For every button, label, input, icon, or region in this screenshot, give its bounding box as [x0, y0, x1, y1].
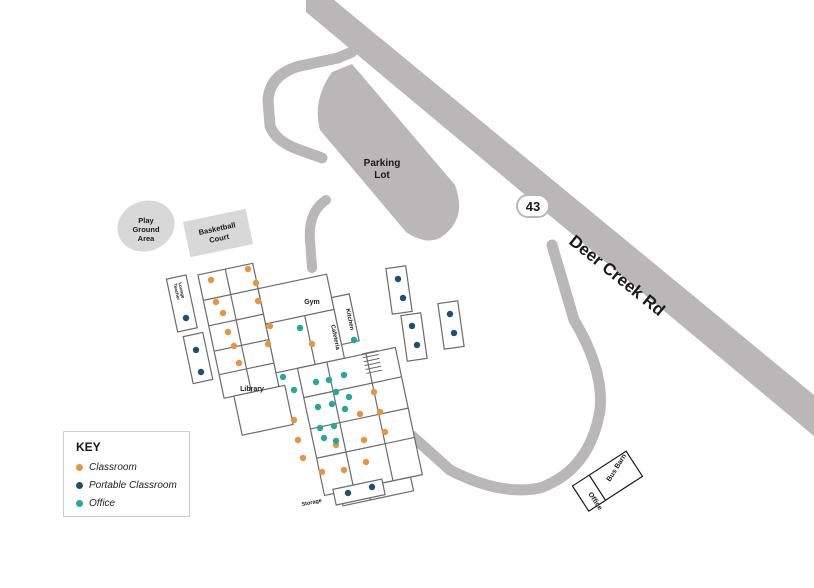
office-dot [296, 324, 304, 332]
classroom-dot-icon [76, 463, 83, 471]
portable-building [437, 300, 465, 350]
office-dot [350, 336, 358, 344]
classroom-dot [308, 340, 316, 348]
key-title: KEY [76, 440, 101, 454]
library-label: Library [240, 386, 264, 393]
route-shield: 43 [516, 194, 550, 218]
portable-dots [182, 275, 458, 497]
playground-label-3: Area [138, 234, 156, 243]
portable-building [400, 312, 428, 362]
classroom-dot [230, 342, 238, 350]
key-label-classroom: Classroom [89, 461, 137, 473]
classroom-dot [252, 279, 260, 287]
gym-label: Gym [304, 299, 320, 306]
playground-label-2: Ground [132, 225, 159, 234]
portable-dot [399, 294, 407, 302]
teacher-lounge-label-2: Lounge [177, 282, 185, 299]
classroom-dot [207, 276, 215, 284]
office-dot [345, 393, 353, 401]
loop-entrance [332, 46, 358, 64]
classroom-dot [318, 468, 326, 476]
classroom-dot [244, 265, 252, 273]
office-dot-icon [76, 499, 83, 507]
classroom-dot [290, 416, 298, 424]
portable-dot [408, 322, 416, 330]
office-dot [325, 376, 333, 384]
deer-creek-road [306, 0, 814, 436]
classroom-dot [224, 328, 232, 336]
portable-dot [450, 329, 458, 337]
office-dot [341, 405, 349, 413]
office-dot [328, 400, 336, 408]
basketball-court [182, 208, 254, 258]
office-dot [290, 386, 298, 394]
classroom-dot [370, 388, 378, 396]
portable-dot [394, 275, 402, 283]
route-number: 43 [526, 199, 540, 214]
classroom-dot [356, 410, 364, 418]
key-label-portable: Portable Classroom [89, 479, 177, 491]
basketball-label-2: Court [208, 232, 230, 245]
key-label-office: Office [89, 497, 116, 509]
cafeteria-label: Cafeteria [329, 324, 340, 351]
bus-barn-building [571, 450, 644, 512]
office-dot [330, 422, 338, 430]
portable-dot [446, 310, 454, 318]
office-dot [332, 437, 340, 445]
key-item-office: Office [76, 494, 189, 512]
school-building [197, 262, 424, 507]
portable-dot [182, 314, 190, 322]
portable-dot [368, 483, 376, 491]
classroom-dot [219, 309, 227, 317]
playground-area [117, 200, 175, 252]
classroom-dot [360, 436, 368, 444]
office-dot [312, 378, 320, 386]
office-dot [340, 371, 348, 379]
classroom-dots [207, 265, 389, 476]
kitchen-label: Kitchen [344, 308, 355, 331]
stairs [361, 350, 383, 374]
map-key: KEY Classroom Portable Classroom Office [63, 431, 190, 517]
classroom-dot [362, 458, 370, 466]
key-item-classroom: Classroom [76, 458, 189, 476]
parking-lot-label-1: Parking [364, 158, 401, 169]
classroom-dot [254, 297, 262, 305]
playground-label-1: Play [138, 216, 154, 225]
portable-dot [192, 346, 200, 354]
storage-label: Storage [301, 498, 322, 508]
classroom-dot [381, 428, 389, 436]
key-item-portable: Portable Classroom [76, 476, 189, 494]
parking-lot-label-2: Lot [374, 170, 390, 181]
classroom-dot [235, 359, 243, 367]
loop-drive [262, 52, 606, 496]
classroom-dot [340, 466, 348, 474]
office-dots [279, 324, 358, 445]
classroom-dot [376, 408, 384, 416]
office-dot [332, 388, 340, 396]
office-dot [279, 373, 287, 381]
classroom-dot [264, 340, 272, 348]
office-dot [314, 403, 322, 411]
classroom-dot [299, 454, 307, 462]
portable-dot [413, 341, 421, 349]
portable-dot-icon [76, 481, 83, 489]
classroom-dot [212, 298, 220, 306]
teacher-lounge [165, 274, 198, 333]
office-dot [320, 434, 328, 442]
classroom-dot [294, 436, 302, 444]
parking-lot [317, 64, 460, 241]
portable-building [385, 265, 413, 315]
office-dot [316, 424, 324, 432]
classroom-dot [266, 322, 274, 330]
portable-building [182, 331, 214, 385]
teacher-lounge-label-1: Teacher [173, 283, 181, 301]
school-driveway [304, 195, 331, 273]
portable-dot [344, 489, 352, 497]
portable-dot [197, 368, 205, 376]
